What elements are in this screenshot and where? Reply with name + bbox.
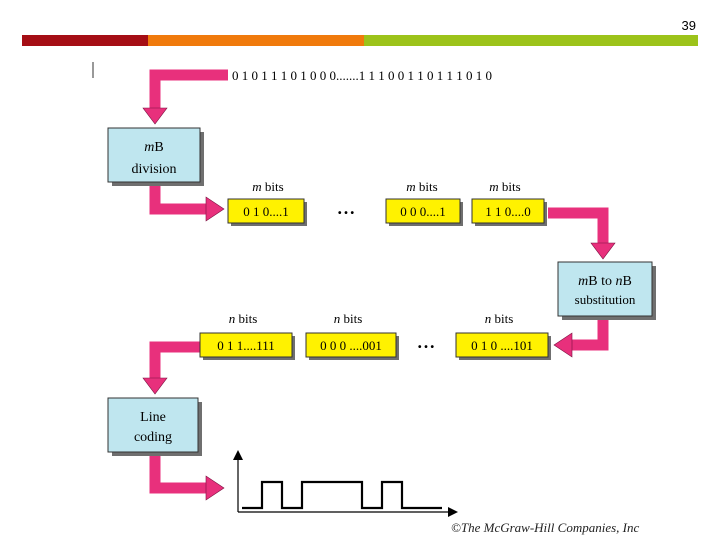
substitution-n: n: [616, 274, 623, 289]
m-block-1-value: 0 1 0....1: [243, 204, 289, 219]
ellipsis-n: • • •: [418, 342, 435, 353]
n-block-2-value: 0 0 0 ....001: [320, 338, 382, 353]
arrow-mblocks-to-substitution: [548, 207, 609, 245]
arrow-linecoding-to-waveform: [149, 455, 208, 494]
slide-number: 39: [681, 18, 696, 33]
mb-division-label: division: [131, 162, 176, 177]
arrow-nblocks-to-linecoding: [149, 341, 200, 380]
copyright-credit: ©The McGraw-Hill Companies, Inc: [451, 520, 640, 535]
arrowhead-input-to-division: [142, 107, 168, 125]
ellipsis-m: • • •: [338, 208, 355, 219]
n-bits-label-1-rest: bits: [235, 311, 257, 326]
n-bits-label-3-rest: bits: [491, 311, 513, 326]
arrow-substitution-to-nblocks: [570, 318, 609, 351]
line-coding-label-1: Line: [140, 410, 166, 425]
arrow-division-to-mblocks: [149, 185, 208, 215]
m-bits-label-1: m bits: [252, 179, 283, 194]
svg-text:mB: mB: [144, 140, 163, 155]
line-coding-box: Line coding: [107, 397, 202, 456]
n-block-3: 0 1 0 ....101: [455, 332, 551, 360]
waveform-axes: [233, 450, 458, 517]
arrowhead-nblocks-to-linecoding: [142, 377, 168, 395]
n-bits-label-2-rest: bits: [340, 311, 362, 326]
m-bits-label-2-var: m: [406, 179, 415, 194]
line-coding-label-2: coding: [134, 430, 172, 445]
n-block-3-value: 0 1 0 ....101: [471, 338, 533, 353]
color-bar-segment-red: [22, 35, 148, 46]
m-bits-label-3-var: m: [489, 179, 498, 194]
header-color-bar: [22, 35, 698, 46]
mb-division-b: B: [154, 140, 163, 155]
m-bits-label-3: m bits: [489, 179, 520, 194]
m-bits-label-2-rest: bits: [416, 179, 438, 194]
n-bits-label-1-var: n: [229, 311, 236, 326]
m-bits-label-1-var: m: [252, 179, 261, 194]
margin-mark: [92, 62, 94, 78]
mb-to-nb-substitution-box: mB to nB substitution: [557, 261, 656, 320]
flow-arrows: [142, 69, 616, 501]
arrow-input-to-division: [149, 69, 228, 110]
n-block-1: 0 1 1....111: [199, 332, 295, 360]
m-block-3: 1 1 0....0: [471, 198, 547, 226]
m-block-2: 0 0 0....1: [385, 198, 463, 226]
line-coded-waveform: [242, 480, 442, 510]
mb-division-m: m: [144, 140, 154, 155]
y-axis-arrowhead: [233, 450, 243, 460]
m-block-2-value: 0 0 0....1: [400, 204, 446, 219]
m-block-1: 0 1 0....1: [227, 198, 307, 226]
arrowhead-linecoding-to-waveform: [205, 475, 225, 501]
n-bits-label-3: n bits: [485, 311, 514, 326]
n-block-2: 0 0 0 ....001: [305, 332, 399, 360]
m-bits-label-3-rest: bits: [499, 179, 521, 194]
substitution-m: m: [578, 274, 588, 289]
color-bar-segment-green: [364, 35, 698, 46]
x-axis-arrowhead: [448, 507, 458, 517]
substitution-b-to: B to: [588, 274, 615, 289]
color-bar-segment-orange: [148, 35, 364, 46]
substitution-b: B: [623, 274, 632, 289]
n-bits-label-3-var: n: [485, 311, 492, 326]
arrowhead-substitution-to-nblocks: [553, 332, 573, 358]
n-bits-label-1: n bits: [229, 311, 258, 326]
m-bits-label-2: m bits: [406, 179, 437, 194]
n-block-1-value: 0 1 1....111: [217, 338, 275, 353]
arrowhead-mblocks-to-substitution: [590, 242, 616, 260]
n-bits-label-2-var: n: [334, 311, 341, 326]
arrowhead-division-to-mblocks: [205, 196, 225, 222]
svg-text:mB to nB: mB to nB: [578, 274, 632, 289]
n-bits-label-2: n bits: [334, 311, 363, 326]
input-bitstream: 0 1 0 1 1 1 0 1 0 0 0.......1 1 1 0 0 1 …: [232, 68, 492, 83]
m-block-3-value: 1 1 0....0: [485, 204, 531, 219]
mb-division-box: mB division: [107, 127, 204, 186]
m-bits-label-1-rest: bits: [262, 179, 284, 194]
substitution-label: substitution: [575, 292, 636, 307]
